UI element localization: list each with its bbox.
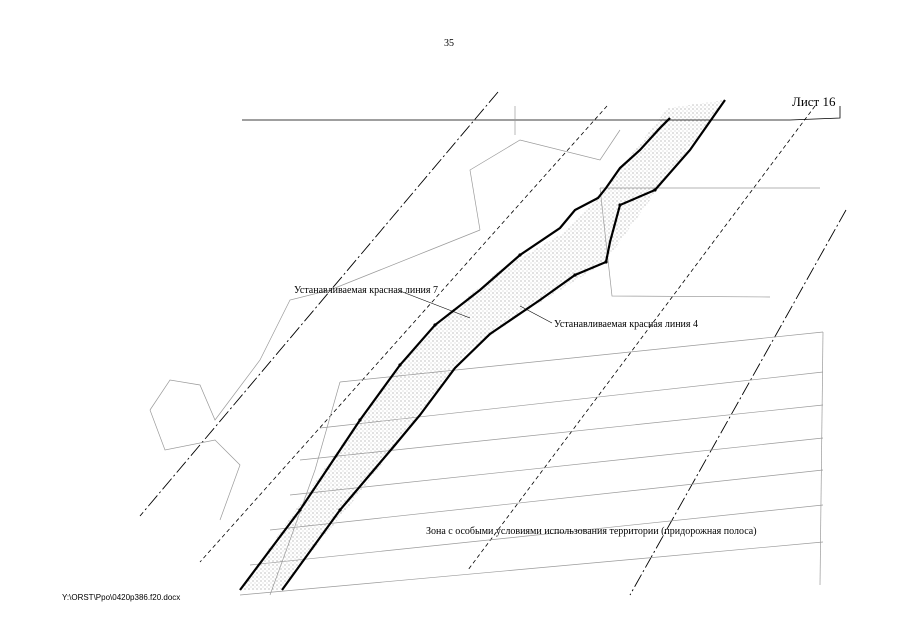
dash-dot-line-right <box>629 209 847 596</box>
red-line-7 <box>239 117 671 591</box>
sheet-label: Лист 16 <box>792 94 836 109</box>
label-roadside-zone: Зона с особыми условиями использования т… <box>426 526 757 537</box>
dashed-line-2 <box>467 105 816 571</box>
vertex-markers <box>298 188 657 512</box>
page-number: 35 <box>444 38 454 49</box>
road-strip-hatch <box>240 100 725 590</box>
dash-dot-line-left <box>139 91 499 517</box>
leader-line-7 <box>399 290 471 319</box>
footer-file-path: Y:\ORST\Ppo\0420p386.f20.docx <box>62 593 181 602</box>
red-line-4 <box>281 99 726 591</box>
label-red-line-4: Устанавливаемая красная линия 4 <box>554 319 699 330</box>
sheet-frame <box>242 106 841 121</box>
leader-line-4 <box>519 305 553 324</box>
dashed-line-1 <box>199 105 608 563</box>
parcel-lines <box>149 106 824 596</box>
label-red-line-7: Устанавливаемая красная линия 7 <box>294 285 439 296</box>
